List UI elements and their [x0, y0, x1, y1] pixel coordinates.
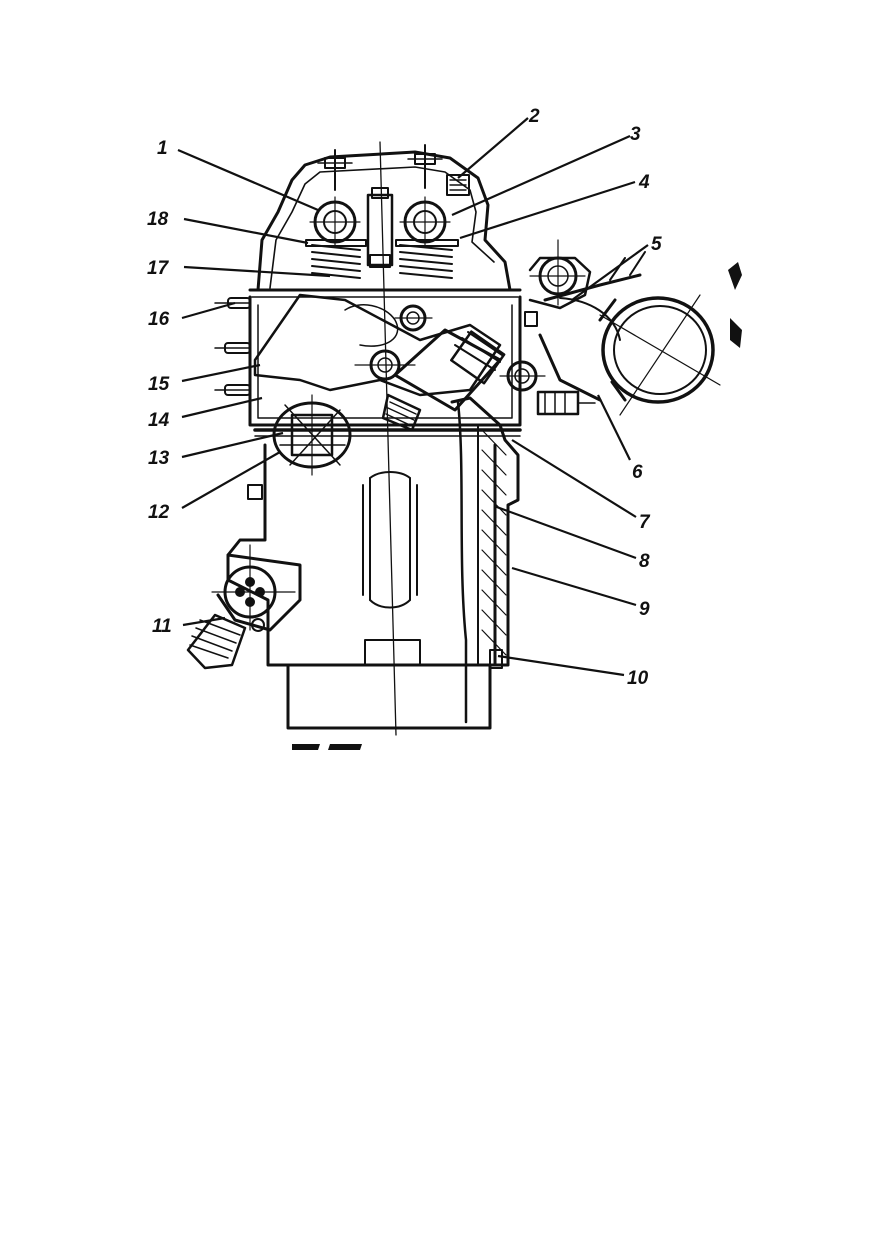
callout-2: 2	[528, 106, 540, 127]
rocker-left	[309, 196, 361, 248]
head-plug-upper	[394, 304, 433, 332]
breather-cap	[446, 174, 470, 196]
head-studs-left	[214, 297, 251, 396]
cylinder-liner	[450, 396, 520, 724]
injector	[381, 328, 506, 432]
callout-18: 18	[147, 209, 169, 230]
side-bracket	[499, 360, 546, 392]
leader-3	[451, 134, 631, 217]
drain-fitting	[186, 544, 302, 670]
leader-13	[181, 431, 284, 459]
cylinder-block	[226, 443, 497, 667]
callout-15: 15	[148, 374, 170, 395]
liner-skirt	[286, 663, 492, 730]
callout-6: 6	[632, 462, 643, 483]
rocker-cover-inner	[269, 166, 495, 289]
leader-18	[183, 217, 309, 245]
rocker-support	[366, 187, 394, 268]
leader-7	[511, 439, 637, 518]
drawing-body	[186, 141, 742, 750]
valve-springs	[305, 239, 459, 279]
inlet-elbow	[538, 251, 721, 416]
cover-stud-left	[317, 149, 353, 191]
leader-1	[177, 148, 319, 212]
leader-10	[497, 654, 625, 677]
callout-13: 13	[148, 448, 170, 469]
leader-17	[183, 265, 331, 278]
leader-9	[511, 566, 637, 607]
leader-15	[181, 363, 261, 383]
leader-16	[181, 301, 236, 320]
upper-boss	[528, 239, 592, 310]
block-window	[362, 471, 418, 609]
callout-16: 16	[148, 309, 170, 330]
leader-14	[181, 396, 263, 419]
callout-9: 9	[639, 599, 650, 620]
leader-2	[457, 117, 529, 179]
leader-6	[597, 394, 631, 461]
callout-17: 17	[147, 258, 170, 279]
callout-3: 3	[630, 124, 641, 145]
rocker-right	[399, 196, 451, 248]
leader-12	[181, 451, 281, 509]
head-stud-section	[247, 394, 352, 500]
callout-4: 4	[638, 172, 650, 193]
centre-axis	[379, 141, 397, 736]
callout-1: 1	[157, 138, 168, 159]
callout-10: 10	[627, 668, 649, 689]
exhaust-port	[253, 293, 502, 397]
leader-8	[493, 504, 637, 560]
rocker-cover	[256, 150, 512, 292]
callout-5: 5	[651, 234, 662, 255]
callout-12: 12	[148, 502, 170, 523]
leader-lines	[177, 117, 649, 677]
callouts: 1 2 3 4 5 6 7 8 9 10 11 12 13 14 15 16 1…	[147, 106, 662, 689]
leader-4	[459, 180, 636, 240]
crop-fragment-bottom	[292, 744, 362, 750]
leader-11	[182, 616, 226, 627]
crop-fragment-right	[728, 262, 742, 348]
leader-5	[571, 244, 649, 301]
callout-7: 7	[639, 512, 651, 533]
cover-stud-right	[407, 144, 443, 189]
fuel-fitting	[524, 311, 596, 416]
callout-8: 8	[639, 551, 650, 572]
callout-11: 11	[152, 616, 172, 637]
callout-14: 14	[148, 410, 170, 431]
